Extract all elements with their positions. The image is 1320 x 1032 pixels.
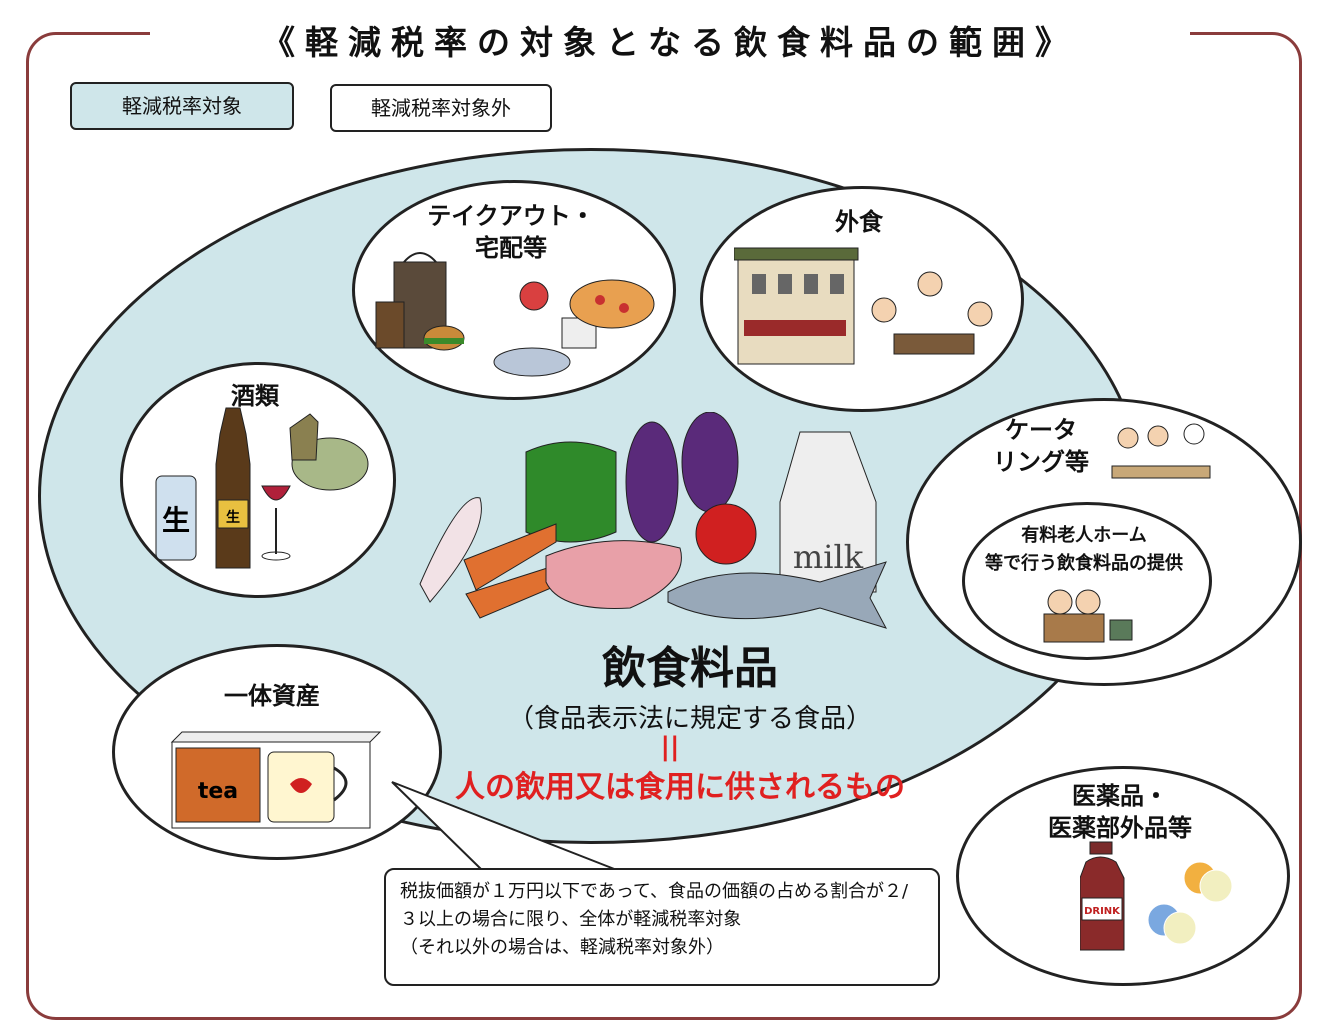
- tea-gift-illustration: tea: [170, 731, 382, 829]
- label-alcohol: 酒類: [231, 382, 279, 410]
- beer-bottle-label: 生: [226, 509, 240, 526]
- food-definition: 人の飲用又は食用に供されるもの: [455, 770, 905, 805]
- alcohol-illustration: 生 生: [155, 407, 369, 569]
- legend-target: 軽減税率対象: [70, 82, 294, 130]
- center-title: 飲食料品: [602, 643, 778, 694]
- catering-illustration: [1111, 423, 1211, 479]
- title-background: [150, 14, 1190, 64]
- tea-box-label: tea: [198, 779, 238, 804]
- equals-sign: ||: [660, 732, 680, 762]
- restaurant-illustration: [734, 247, 993, 365]
- bundled-assets-note: 税抜価額が１万円以下であって、食品の価額の占める割合が２/３以上の場合に限り、全…: [384, 868, 940, 986]
- label-nursing-home: 有料老人ホーム 等で行う飲食料品の提供: [985, 525, 1183, 574]
- label-medicine: 医薬品・ 医薬部外品等: [1048, 782, 1192, 842]
- center-subtitle: （食品表示法に規定する食品）: [507, 704, 872, 734]
- elderly-illustration: [1043, 589, 1133, 643]
- label-bundled-assets: 一体資産: [224, 682, 320, 710]
- milk-label: milk: [793, 538, 864, 576]
- legend-non-target: 軽減税率対象外: [330, 84, 552, 132]
- takeout-illustration: [375, 252, 655, 377]
- callout-pointer: [391, 781, 623, 873]
- note-text: 税抜価額が１万円以下であって、食品の価額の占める割合が２/３以上の場合に限り、全…: [400, 881, 909, 958]
- label-catering: ケータ リング等: [993, 416, 1089, 476]
- beer-glass-label: 生: [162, 504, 190, 537]
- drink-label: DRINK: [1084, 906, 1121, 917]
- food-illustration: milk: [419, 412, 888, 629]
- page-title: 《軽減税率の対象となる飲食料品の範囲》: [261, 23, 1078, 62]
- label-dining-out: 外食: [835, 208, 883, 236]
- medicine-illustration: DRINK: [1080, 841, 1233, 951]
- label-takeout: テイクアウト・ 宅配等: [427, 202, 595, 262]
